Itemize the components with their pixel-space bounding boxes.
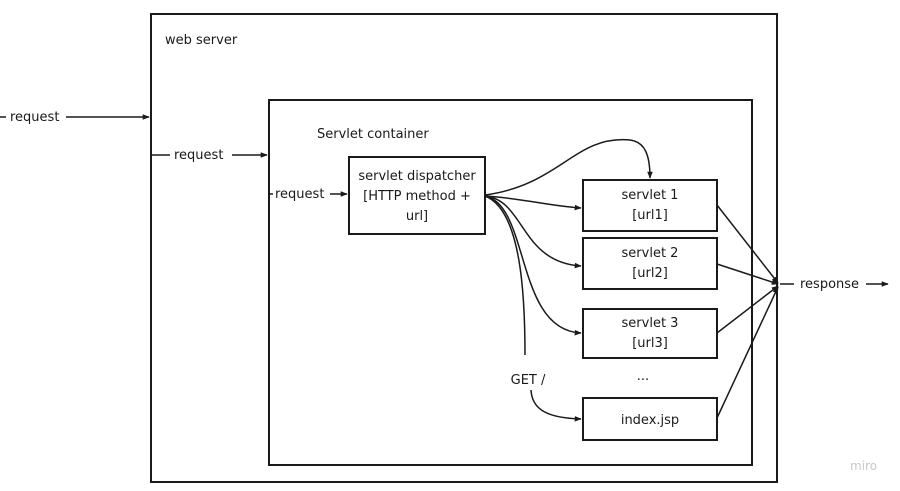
edge-get-to-index-arrow	[530, 389, 582, 422]
servlet-1-url: [url1]	[632, 208, 668, 223]
edge-dispatcher-to-index	[484, 195, 526, 356]
edge-dispatcher-to-servlet-3	[484, 195, 582, 336]
edge-servlet-1-to-response	[716, 204, 779, 284]
get-route-label: GET /	[511, 373, 546, 388]
servlet-container-box	[268, 99, 753, 466]
dispatcher-line-3: url]	[406, 209, 428, 224]
edge-dispatcher-to-servlet-1-direct	[484, 195, 582, 211]
dispatcher-box	[348, 156, 486, 235]
web-server-label: web server	[165, 33, 238, 48]
servlet-2-url: [url2]	[632, 266, 668, 281]
servlet-3-name: servlet 3	[622, 316, 679, 331]
servlet-3-box	[582, 308, 718, 359]
servlet-container-label: Servlet container	[317, 127, 429, 142]
index-jsp-label: index.jsp	[621, 413, 679, 428]
request-container-label: request	[174, 148, 223, 163]
edge-servlet-2-to-response	[716, 263, 779, 285]
response-label: response	[800, 277, 859, 292]
edge-index-to-response	[716, 286, 779, 419]
web-server-box	[150, 13, 778, 483]
servlet-2-name: servlet 2	[622, 246, 679, 261]
miro-logo-icon: miro	[850, 459, 877, 473]
request-outer-label: request	[10, 110, 59, 125]
dispatcher-line-2: [HTTP method +	[363, 189, 471, 204]
edge-servlet-3-to-response	[716, 285, 779, 334]
edge-dispatcher-to-servlet-2	[484, 195, 582, 269]
servlet-1-name: servlet 1	[622, 188, 679, 203]
servlet-2-box	[582, 237, 718, 290]
request-dispatcher-label: request	[275, 187, 324, 202]
edge-dispatcher-to-servlet-1	[484, 138, 653, 196]
more-servlets-ellipsis: ...	[637, 369, 649, 384]
servlet-3-url: [url3]	[632, 336, 668, 351]
index-jsp-box	[582, 397, 718, 441]
dispatcher-line-1: servlet dispatcher	[358, 169, 476, 184]
